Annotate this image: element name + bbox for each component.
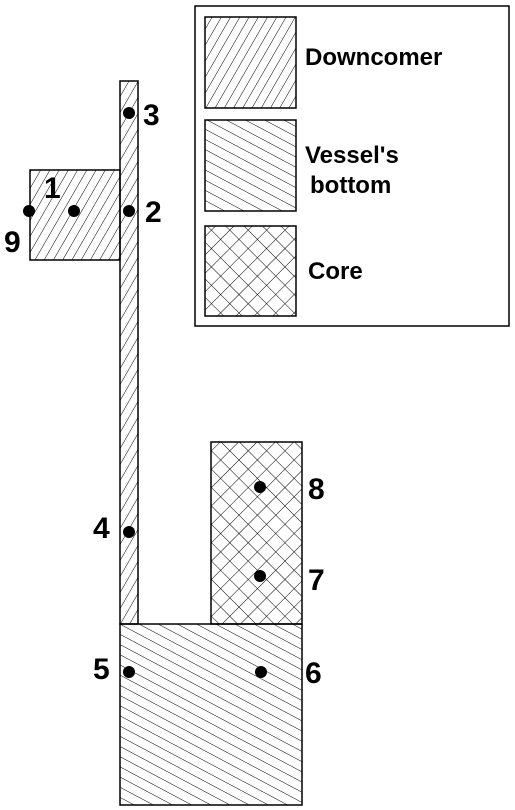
point-marker-7 bbox=[254, 570, 266, 582]
point-marker-6 bbox=[255, 666, 267, 678]
point-label-2: 2 bbox=[145, 196, 162, 229]
point-marker-3 bbox=[123, 107, 135, 119]
point-marker-8 bbox=[254, 481, 266, 493]
point-marker-5 bbox=[123, 666, 135, 678]
point-marker-1 bbox=[68, 205, 80, 217]
downcomer-channel bbox=[119, 80, 139, 625]
legend-label-downcomer: Downcomer bbox=[305, 44, 442, 71]
measurement-points: 1 2 3 4 5 6 7 8 9 bbox=[4, 99, 325, 690]
point-label-7: 7 bbox=[308, 564, 325, 597]
point-marker-9 bbox=[23, 205, 35, 217]
point-marker-2 bbox=[123, 205, 135, 217]
legend-swatch-vessel-bottom bbox=[204, 119, 297, 212]
point-label-6: 6 bbox=[305, 657, 322, 690]
point-label-8: 8 bbox=[308, 473, 325, 506]
vessel-geometry bbox=[29, 80, 303, 806]
vessel-bottom-region bbox=[119, 623, 303, 806]
point-label-9: 9 bbox=[4, 226, 21, 259]
point-label-4: 4 bbox=[93, 512, 110, 545]
point-marker-4 bbox=[123, 526, 135, 538]
legend-label-vessel-bottom-line2: bottom bbox=[310, 172, 391, 199]
core-region bbox=[210, 441, 303, 625]
legend: Downcomer Vessel's bottom Core bbox=[194, 5, 510, 327]
point-label-1: 1 bbox=[44, 172, 61, 205]
point-label-3: 3 bbox=[143, 99, 160, 132]
legend-label-core: Core bbox=[308, 258, 363, 285]
legend-swatch-core bbox=[204, 225, 297, 317]
legend-label-vessel-bottom-line1: Vessel's bbox=[305, 142, 399, 169]
legend-swatch-downcomer bbox=[204, 16, 297, 109]
point-label-5: 5 bbox=[93, 653, 110, 686]
